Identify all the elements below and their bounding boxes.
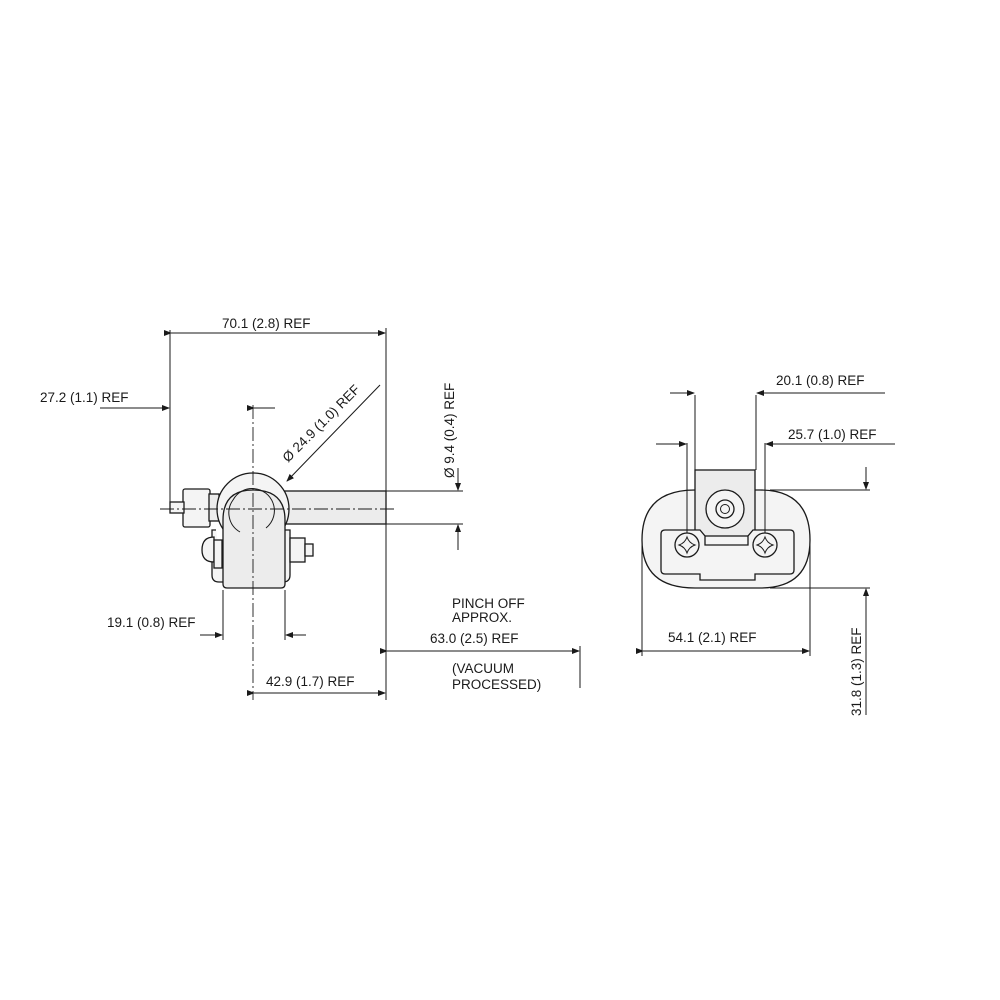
screw-left-icon [674, 532, 700, 558]
left-knob [182, 488, 211, 528]
label-tube-diameter: Ø 9.4 (0.4) REF [442, 383, 457, 478]
label-overall-width: 70.1 (2.8) REF [222, 316, 311, 331]
inner-arc-right [265, 502, 275, 529]
label-mount-width: 20.1 (0.8) REF [776, 373, 865, 388]
side-view: 70.1 (2.8) REF 27.2 (1.1) REF Ø 24.9 (1.… [40, 316, 581, 700]
note-pinch-off-1: PINCH OFF [452, 596, 525, 611]
label-screw-spacing: 25.7 (1.0) REF [788, 427, 877, 442]
right-nut [289, 537, 306, 563]
label-end-height: 31.8 (1.3) REF [849, 627, 864, 716]
tube-stem [279, 490, 387, 525]
note-vacuum-2: PROCESSED) [452, 677, 541, 692]
label-center-to-end: 42.9 (1.7) REF [266, 674, 355, 689]
left-pin [169, 501, 185, 514]
body-block [222, 489, 286, 589]
right-bolt-end [304, 543, 314, 557]
note-vacuum-1: (VACUUM [452, 661, 514, 676]
dim-body-diameter-leader [286, 384, 381, 482]
note-pinch-off-2: APPROX. [452, 610, 512, 625]
left-button [201, 536, 215, 563]
label-end-width: 54.1 (2.1) REF [668, 630, 757, 645]
output-boss-hole [720, 504, 730, 514]
end-view: 20.1 (0.8) REF 25.7 (1.0) REF 54.1 (2.1)… [636, 373, 895, 716]
screw-right-icon [752, 532, 778, 558]
label-left-offset: 27.2 (1.1) REF [40, 390, 129, 405]
label-bracket-width: 19.1 (0.8) REF [107, 615, 196, 630]
inner-arc-left [228, 488, 274, 533]
output-boss-inner [715, 499, 735, 519]
label-pinch-off-length: 63.0 (2.5) REF [430, 631, 519, 646]
label-body-diameter: Ø 24.9 (1.0) REF [280, 382, 363, 465]
left-spacer [213, 539, 223, 569]
